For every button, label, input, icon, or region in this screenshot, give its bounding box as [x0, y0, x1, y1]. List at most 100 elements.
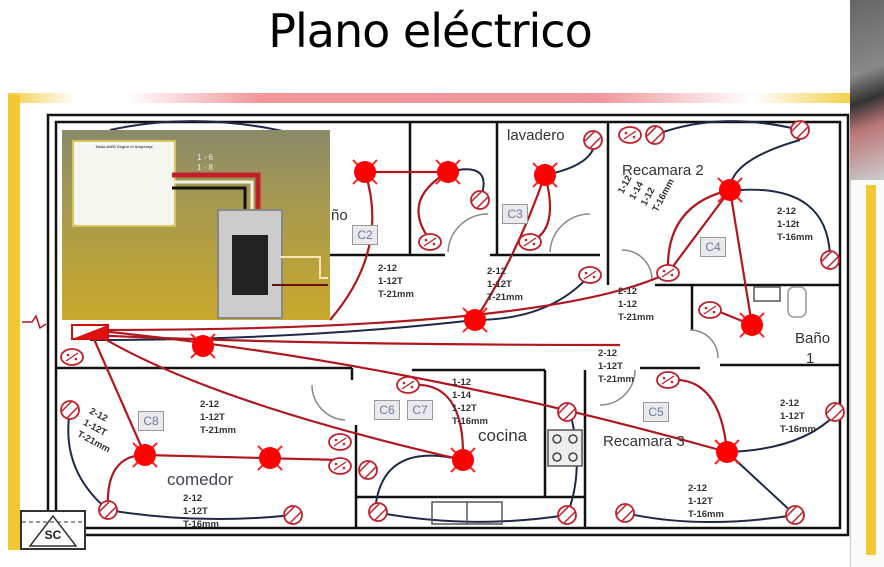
switch-icon	[60, 400, 80, 420]
awg-table: Tabla AWG Según el Amperaje	[72, 140, 176, 227]
wire-spec: 2-12 1-12T T-21mm	[598, 348, 634, 385]
panel-inset-image: Tabla AWG Según el Amperaje 1 - 6 1 - 8	[62, 130, 330, 320]
light-fixture-icon	[435, 159, 461, 185]
circuit-c4: C4	[700, 237, 726, 257]
switch-icon	[785, 505, 805, 525]
stove-burners	[552, 434, 578, 462]
outlet-icon	[396, 376, 420, 394]
outlet-icon	[328, 457, 352, 475]
light-fixture-icon	[739, 312, 765, 338]
outlet-icon	[418, 233, 442, 251]
wire-label: 1 - 6	[197, 153, 214, 162]
switch-icon	[368, 502, 388, 522]
outlets	[60, 120, 845, 525]
breaker-panel-graphic: 1 - 6 1 - 8	[172, 153, 328, 319]
stove-icon	[547, 429, 583, 467]
switch-icon	[645, 125, 665, 145]
walls	[46, 113, 850, 537]
wire-spec: 1-12 1-14 1-12T T-16mm	[452, 377, 488, 427]
room-label-lavadero: lavadero	[507, 127, 565, 144]
service-entry-icon	[22, 314, 47, 330]
wire	[144, 453, 341, 462]
switch-icon	[790, 120, 810, 140]
switch-icon	[557, 402, 577, 422]
door-swing	[689, 329, 719, 359]
wire	[89, 328, 728, 454]
light-fixture-icon	[132, 442, 158, 468]
light-fixture-icon	[257, 445, 283, 471]
outer-wall	[46, 113, 850, 537]
switch-icon	[820, 250, 840, 270]
slide-title: Plano eléctrico	[268, 4, 592, 58]
door-swing	[621, 249, 653, 281]
wire	[329, 171, 374, 321]
circuit-c8: C8	[138, 411, 164, 431]
wire	[728, 189, 754, 326]
sink-icon	[753, 286, 781, 302]
wire-spec: 2-12 1-12T T-21mm	[378, 263, 414, 300]
wire-spec: 2-12 1-12T T-16mm	[780, 398, 816, 435]
light-fixture-icon	[717, 177, 743, 203]
circuit-c7: C7	[407, 400, 433, 420]
wire	[654, 120, 801, 136]
awg-table-title: Tabla AWG Según el Amperaje	[95, 144, 153, 149]
wire	[88, 329, 147, 456]
switch-icon	[615, 503, 635, 523]
light-fixture-icon	[714, 439, 740, 465]
wire	[409, 383, 465, 461]
wire	[373, 411, 578, 523]
wire	[474, 174, 547, 321]
room-label-bano-number: 1	[806, 350, 815, 367]
triangle-icon	[22, 514, 84, 547]
wire-spec: 2-12 1-12 T-21mm	[618, 286, 654, 323]
switch-icon	[825, 402, 845, 422]
light-fixture-icon	[352, 159, 378, 185]
switch-icon	[583, 130, 603, 150]
wire	[89, 319, 476, 341]
circuit-c2: C2	[352, 225, 378, 245]
room-label-cocina: cocina	[478, 426, 528, 445]
wire-spec: 2-12 1-12t T-16mm	[777, 206, 813, 243]
room-label-partial: ño	[331, 207, 348, 224]
wire-label: 1 - 8	[197, 163, 214, 172]
outlet-icon	[518, 233, 542, 251]
decorative-top-bar	[8, 93, 854, 103]
outlet-icon	[656, 264, 680, 282]
wire-spec: 2-12 1-12T T-16mm	[688, 483, 724, 520]
room-label-recamara-2: Recamara 2	[622, 162, 704, 179]
room-label-comedor: comedor	[167, 470, 234, 489]
wire	[666, 188, 731, 274]
inner-wall	[54, 120, 842, 530]
door-swing	[599, 369, 636, 406]
light-fixture-icon	[450, 447, 476, 473]
wire-spec: 2-12 1-12T T-16mm	[183, 493, 219, 530]
decorative-left-bar	[8, 95, 20, 550]
outlet-icon	[328, 433, 352, 451]
wire	[417, 171, 449, 241]
switch-icon	[98, 500, 118, 520]
light-fixture-icon	[532, 162, 558, 188]
wire	[729, 139, 801, 191]
wire-spec: 2-12 1-12T T-21mm	[200, 399, 236, 436]
wire	[109, 120, 301, 136]
wire	[624, 451, 798, 523]
circuit-c6: C6	[374, 400, 400, 420]
room-label-bano: Baño	[795, 330, 831, 347]
outlet-icon	[60, 348, 84, 366]
wire	[474, 274, 591, 321]
circuit-c3: C3	[502, 204, 528, 224]
wire	[89, 333, 621, 347]
presenter-webcam	[850, 0, 884, 180]
outlet-icon	[698, 301, 722, 319]
wire	[726, 414, 836, 453]
switch-icon	[358, 460, 378, 480]
door-swing	[549, 213, 591, 253]
wire	[89, 329, 464, 462]
light-fixture-icon	[462, 307, 488, 333]
doors	[311, 213, 719, 421]
light-fixtures	[132, 159, 765, 473]
wire	[739, 188, 831, 261]
sc-legend: SC	[20, 510, 86, 550]
outlet-icon	[618, 126, 642, 144]
